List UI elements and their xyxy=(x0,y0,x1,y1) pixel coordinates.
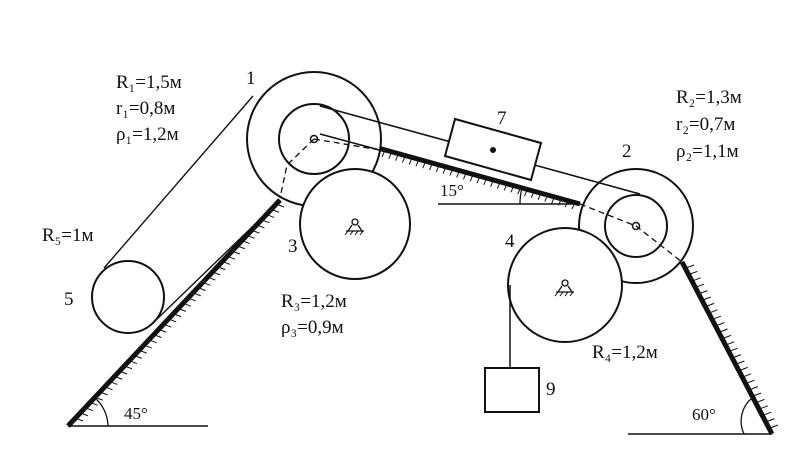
label-rho2: ρ₂=1,1м xyxy=(676,141,739,162)
right-incline: 60° xyxy=(628,260,779,436)
belt-1-2-lower xyxy=(319,133,581,205)
belt-1-5-upper xyxy=(103,95,254,269)
label-r2: r₂=0,7м xyxy=(676,114,735,135)
label-number-9: 9 xyxy=(546,379,556,400)
label-r1: r₁=0,8м xyxy=(116,98,175,119)
label-R4: R₄=1,2м xyxy=(592,342,658,363)
label-number-7: 7 xyxy=(497,108,507,129)
belt-1-5-lower xyxy=(154,199,281,322)
left-angle-arc xyxy=(94,397,109,427)
label-rho3: ρ₃=0,9м xyxy=(281,317,344,338)
label-number-3: 3 xyxy=(288,236,298,257)
block-7-center-dot xyxy=(490,147,496,153)
wheel-4-fixed-support-icon xyxy=(554,279,574,297)
label-number-5: 5 xyxy=(64,289,74,310)
dashed-link-1-right xyxy=(313,138,381,151)
left-incline-hatching xyxy=(74,203,285,422)
label-number-4: 4 xyxy=(505,231,515,252)
cylinder-5 xyxy=(91,260,165,334)
label-R2: R₂=1,3м xyxy=(676,87,742,108)
right-incline-hatching xyxy=(685,264,779,429)
dashed-link-2 xyxy=(579,203,683,263)
left-incline: 45° xyxy=(66,198,285,428)
weight-9 xyxy=(484,367,540,413)
right-angle-label: 60° xyxy=(692,405,716,424)
right-angle-arc xyxy=(740,397,753,435)
wheel-3 xyxy=(299,168,411,280)
middle-angle-label: 15° xyxy=(440,181,464,200)
left-angle-label: 45° xyxy=(124,404,148,423)
label-R1: R₁=1,5м xyxy=(116,72,182,93)
wheel-3-fixed-support-icon xyxy=(344,218,364,236)
label-R5: R₅=1м xyxy=(42,225,94,246)
label-R3: R₃=1,2м xyxy=(281,291,347,312)
dashed-link-1-left xyxy=(279,138,315,199)
label-rho1: ρ₁=1,2м xyxy=(116,124,179,145)
wheel-4 xyxy=(507,227,623,343)
label-number-2: 2 xyxy=(622,141,632,162)
label-number-1: 1 xyxy=(246,68,256,89)
middle-angle-arc xyxy=(519,187,523,205)
block-7 xyxy=(443,117,543,182)
